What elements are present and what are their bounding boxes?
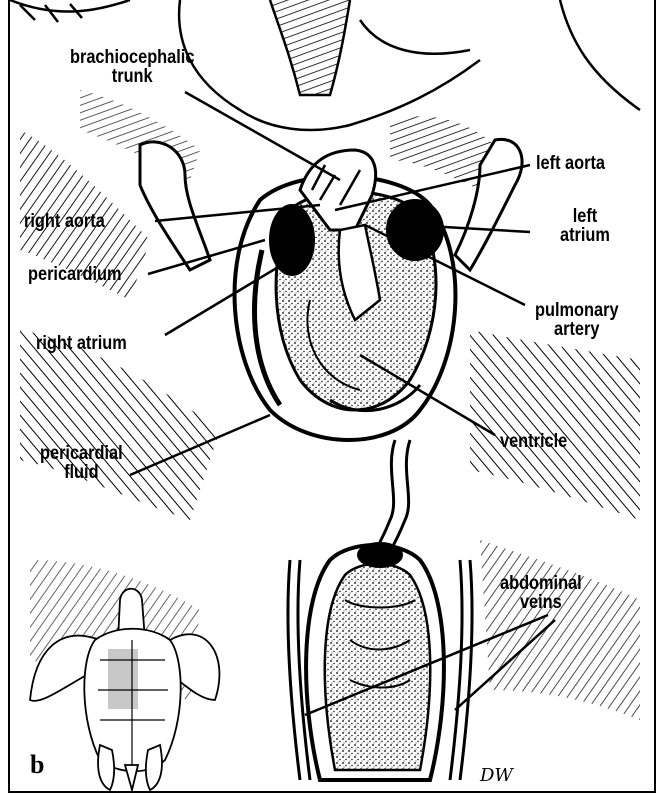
artist-signature: DW (480, 765, 513, 786)
label-right-atrium: right atrium (36, 334, 127, 353)
label-brachiocephalic-trunk: brachiocephalic trunk (70, 48, 194, 86)
label-abdominal-veins: abdominal veins (500, 574, 582, 612)
label-left-atrium: left atrium (560, 207, 610, 245)
figure-frame (8, 0, 656, 793)
label-left-aorta: left aorta (536, 154, 605, 173)
label-right-aorta: right aorta (24, 212, 105, 231)
panel-letter: b (30, 752, 44, 778)
label-pericardium: pericardium (28, 265, 122, 284)
label-pulmonary-artery: pulmonary artery (535, 301, 619, 339)
label-ventricle: ventricle (500, 432, 567, 451)
label-pericardial-fluid: pericardial fluid (40, 444, 123, 482)
